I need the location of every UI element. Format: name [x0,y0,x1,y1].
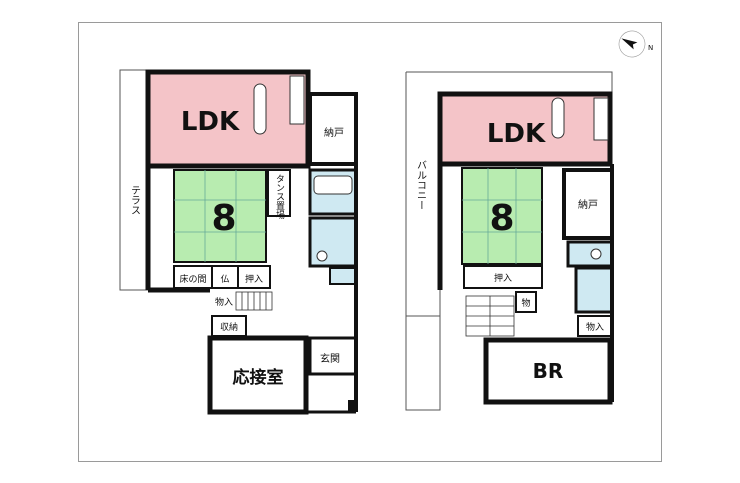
floor1-ldk-label: LDK [181,107,240,137]
floor2 [405,71,614,411]
floor1-toilet-icon [316,250,328,262]
floor1-oshiire [237,265,271,289]
floor1-stairs [235,291,273,311]
plan-frame [78,22,662,462]
floor1-tokonoma-label: 床の間 [179,273,206,285]
floor2-oshiire-label: 押入 [494,272,512,284]
floor1-kitchen-island [253,83,267,135]
floor1-genkan-label: 玄関 [320,352,340,365]
floor1-oshiire-label: 押入 [245,273,263,285]
floor2-ldk-label: LDK [487,119,546,149]
floor2-mono-label: 物 [521,297,530,309]
floor2-toilet-icon [590,248,602,260]
floor2-br-room [483,337,613,405]
floor1-kitchen-counter [289,75,305,125]
floor1-shuno-label: 収納 [220,321,238,333]
floor1-washitsu-room [173,169,267,263]
floor1-butsudan-label: 仏 [220,274,229,285]
floor1 [119,69,358,415]
floor2-stairs [465,295,515,337]
floor1-washroom [308,216,358,268]
floor1-nando-label: 納戸 [324,126,344,139]
floor2-balcony-label: バルコニー [415,160,427,210]
floor2-toilet [566,240,614,268]
floor2-kitchen-island [551,97,565,139]
floor2-oshiire [463,265,543,289]
floor2-nando-label: 納戸 [578,198,598,211]
compass-label: N [648,44,653,52]
floor1-terrace-label: テラス [129,185,140,215]
floor2-nando-room [562,168,614,240]
floor1-bathtub [313,175,353,195]
floor1-tansu-area [267,169,291,217]
floor2-ldk-room [437,91,613,167]
floor1-ousetsu-room [207,335,309,415]
floor1-tatami-label: 8 [211,198,236,239]
floor2-tatami-label: 8 [489,198,514,239]
north-arrow-icon [618,30,646,58]
floor1-ousetsu-label: 応接室 [233,367,284,388]
floor2-washitsu-room [461,167,543,265]
floor2-mono [515,291,537,313]
floor1-genkan [308,336,358,376]
floor2-br-label: BR [533,359,564,383]
floor2-kitchen-counter [593,97,609,141]
floor1-monoire-label: 物入 [215,296,233,308]
floor1-tansu-label: タンス置場 [274,174,285,220]
floor2-monoire-label: 物入 [586,321,604,333]
floor2-washroom [574,266,614,314]
